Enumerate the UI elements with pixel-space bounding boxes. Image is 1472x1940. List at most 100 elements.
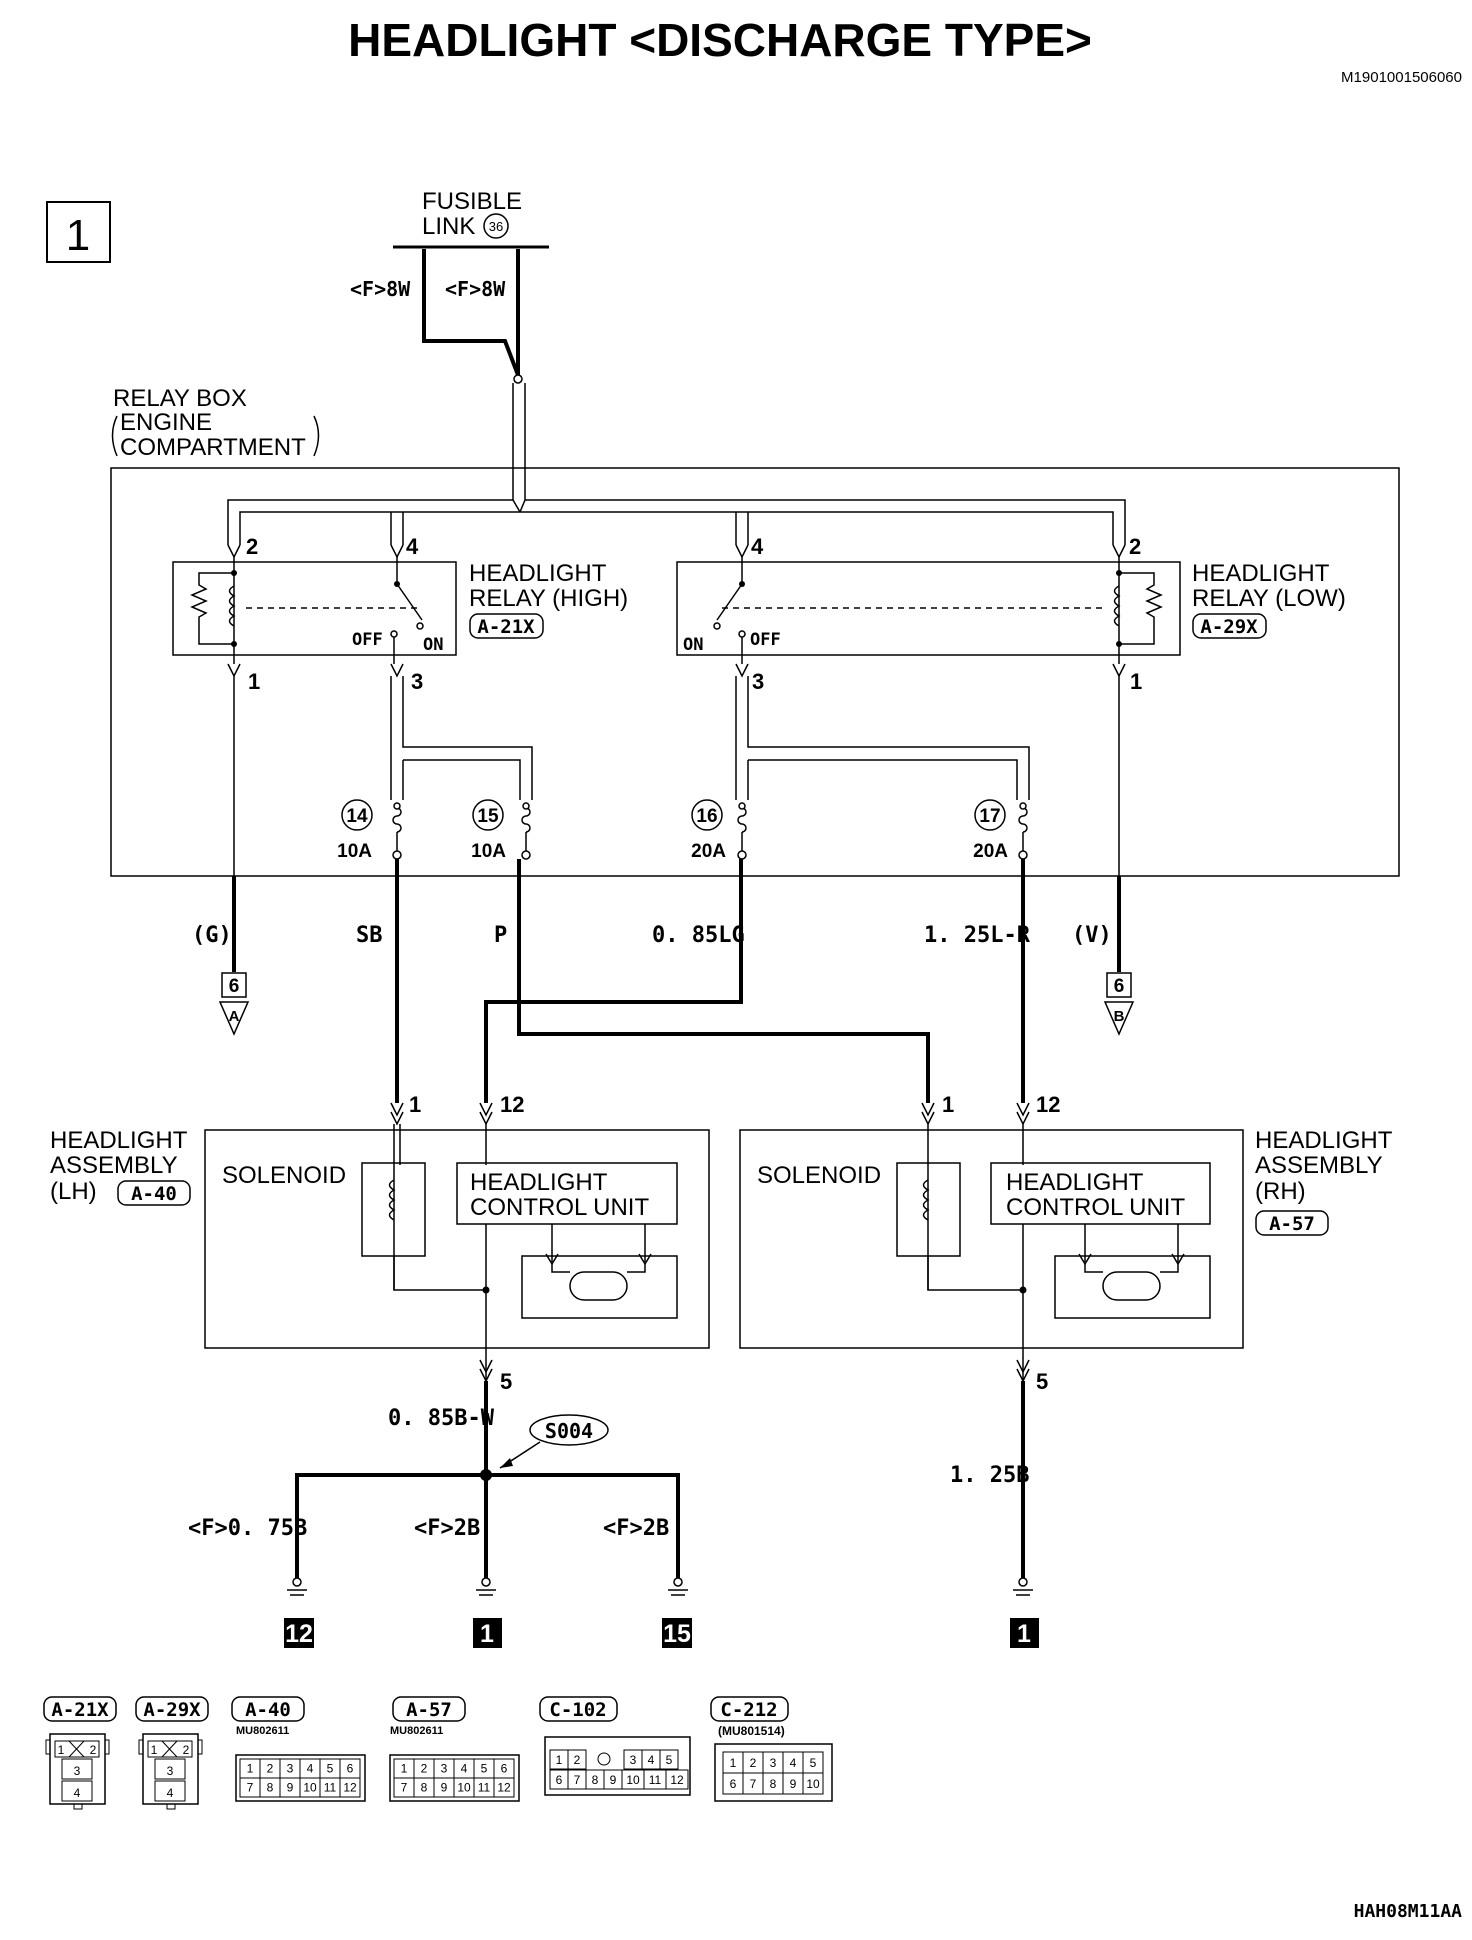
- doc-id: M1901001506060: [1341, 69, 1462, 86]
- harness-wires: [232, 859, 1121, 1103]
- legend-c212-pin-label: 3: [770, 1756, 777, 1770]
- relay-box: RELAY BOX ENGINE COMPARTMENT: [110, 385, 1400, 877]
- relay-high-on: ON: [423, 635, 443, 655]
- offpage-a-letter: A: [229, 1008, 240, 1025]
- legend-a21x-id: A-21X: [51, 1699, 109, 1721]
- relay-low-pin-2: 2: [1129, 534, 1141, 559]
- offpage-b-letter: B: [1114, 1008, 1125, 1025]
- splice-label: S004: [545, 1419, 593, 1443]
- assembly-rh-pin-5: 5: [1036, 1369, 1048, 1394]
- relay-low-label-2: RELAY (LOW): [1192, 585, 1346, 612]
- relay-box-label-3: COMPARTMENT: [120, 434, 306, 461]
- relay-low-body: [676, 561, 1181, 656]
- ground-1-rh-label: 1: [1017, 1620, 1031, 1648]
- legend-a40-pin-cell: [339, 1777, 361, 1798]
- relay-high-off: OFF: [352, 630, 383, 650]
- headlight-assembly-lh: HEADLIGHT ASSEMBLY (LH) A-40 1 12 SOLENO…: [50, 1092, 710, 1394]
- legend-c212-pin-label: 1: [730, 1756, 737, 1770]
- legend-a57-pin-label: 5: [481, 1762, 488, 1776]
- fusible-wire-left: <F>8W: [350, 277, 411, 301]
- legend-a40-part: MU802611: [236, 1725, 289, 1737]
- offpage-connector-a: 6 A: [218, 972, 250, 1036]
- legend-a57-pin-cell: [493, 1777, 515, 1798]
- assembly-rh-pin-12: 12: [1036, 1092, 1060, 1117]
- legend-a40-pin-label: 8: [267, 1781, 274, 1795]
- legend-c102-pin-label: 10: [626, 1773, 640, 1787]
- legend-a40-pin-label: 4: [307, 1762, 314, 1776]
- legend-c212-pin-label: 2: [750, 1756, 757, 1770]
- legend-c102-pin-label: 12: [670, 1773, 684, 1787]
- legend-c212-pin-label: 4: [790, 1756, 797, 1770]
- wire-label-bw: 0. 85B-W: [388, 1406, 495, 1431]
- legend-a57-pin-label: 6: [501, 1762, 508, 1776]
- legend-a40-pin-label: 2: [267, 1762, 274, 1776]
- fuse-14: 14 10A: [337, 799, 402, 862]
- legend-a57-pin-label: 4: [461, 1762, 468, 1776]
- legend-c102-pin-label: 6: [556, 1773, 563, 1787]
- fuse-16-rating: 20A: [691, 841, 726, 862]
- legend-a57-pin-label: 1: [401, 1762, 408, 1776]
- relay-low-connector-tag: [1192, 613, 1267, 639]
- legend-c102-pin-label: 2: [574, 1753, 581, 1767]
- legend-a29x-pin-3: 3: [167, 1764, 174, 1778]
- legend-c102-id: C-102: [549, 1699, 606, 1721]
- relay-high: 2 4 1 3 OFF ON HEADLIGHT RELAY (HIGH) A-…: [172, 534, 628, 694]
- legend-a40-pin-label: 11: [324, 1781, 337, 1795]
- legend-c102-pin-cell: [567, 1749, 587, 1770]
- page-number-box: [46, 201, 111, 263]
- page-title: HEADLIGHT <DISCHARGE TYPE>: [348, 14, 1092, 66]
- wire-label-f075b: <F>0. 75B: [188, 1516, 307, 1541]
- assembly-lh-label-2: ASSEMBLY: [50, 1152, 178, 1179]
- assembly-lh-hcu-1: HEADLIGHT: [470, 1169, 608, 1196]
- legend-c102-pin-label: 5: [666, 1753, 673, 1767]
- assembly-rh-label-1: HEADLIGHT: [1255, 1127, 1393, 1154]
- splice-tag: [529, 1414, 609, 1446]
- legend-connector-a21x: A-21X 1 2 3 4: [43, 1696, 117, 1810]
- fuse-16-number: 16: [696, 806, 717, 827]
- assembly-rh-connector: A-57: [1269, 1213, 1315, 1235]
- legend-c102-pin-cell: [659, 1749, 679, 1770]
- fusible-link-label-2: LINK: [422, 213, 475, 240]
- relay-box-frame: [110, 467, 1400, 877]
- legend-a29x-pin-2: 2: [183, 1743, 190, 1757]
- legend-a40-pin-label: 6: [347, 1762, 354, 1776]
- relay-low-pin-1: 1: [1130, 669, 1142, 694]
- legend-c102-pin-cell: [665, 1769, 689, 1790]
- legend-c102-pin-label: 8: [592, 1773, 599, 1787]
- offpage-b-number: 6: [1114, 976, 1125, 997]
- relay-low-connector: A-29X: [1200, 616, 1258, 638]
- relay-high-pin-3: 3: [411, 669, 423, 694]
- legend-c102-pin-label: 7: [574, 1773, 581, 1787]
- wire-label-f2b-1: <F>2B: [414, 1516, 480, 1541]
- fusible-link-label-1: FUSIBLE: [422, 188, 522, 215]
- legend-a57-pin-label: 2: [421, 1762, 428, 1776]
- legend-a40-pin-label: 3: [287, 1762, 294, 1776]
- fusible-link: FUSIBLE LINK 36 <F>8W <F>8W: [350, 188, 549, 384]
- legend-a57-id: A-57: [406, 1699, 452, 1721]
- legend-a21x-pin-1: 1: [58, 1743, 65, 1757]
- assembly-lh-label-1: HEADLIGHT: [50, 1127, 188, 1154]
- offpage-a-number: 6: [229, 976, 240, 997]
- relay-high-label-1: HEADLIGHT: [469, 560, 607, 587]
- wire-label-f2b-2: <F>2B: [603, 1516, 669, 1541]
- legend-c212-pin-label: 5: [810, 1756, 817, 1770]
- assembly-lh-pin-5: 5: [500, 1369, 512, 1394]
- relay-box-outputs: [233, 676, 1120, 876]
- relay-low-label-1: HEADLIGHT: [1192, 560, 1330, 587]
- fuse-14-rating: 10A: [337, 841, 372, 862]
- legend-a57-pin-label: 8: [421, 1781, 428, 1795]
- legend-a40-pin-label: 7: [247, 1781, 254, 1795]
- relay-high-pin-1: 1: [248, 669, 260, 694]
- fuse-15: 15 10A: [471, 799, 531, 862]
- legend-a21x-pin-3: 3: [74, 1764, 81, 1778]
- wire-label-v: (V): [1072, 923, 1112, 948]
- legend-a57-pin-label: 11: [478, 1781, 491, 1795]
- relay-high-label-2: RELAY (HIGH): [469, 585, 628, 612]
- wire-label-lr: 1. 25L-R: [924, 923, 1031, 948]
- assembly-rh-pin-1: 1: [942, 1092, 954, 1117]
- fuse-16: 16 20A: [691, 799, 747, 862]
